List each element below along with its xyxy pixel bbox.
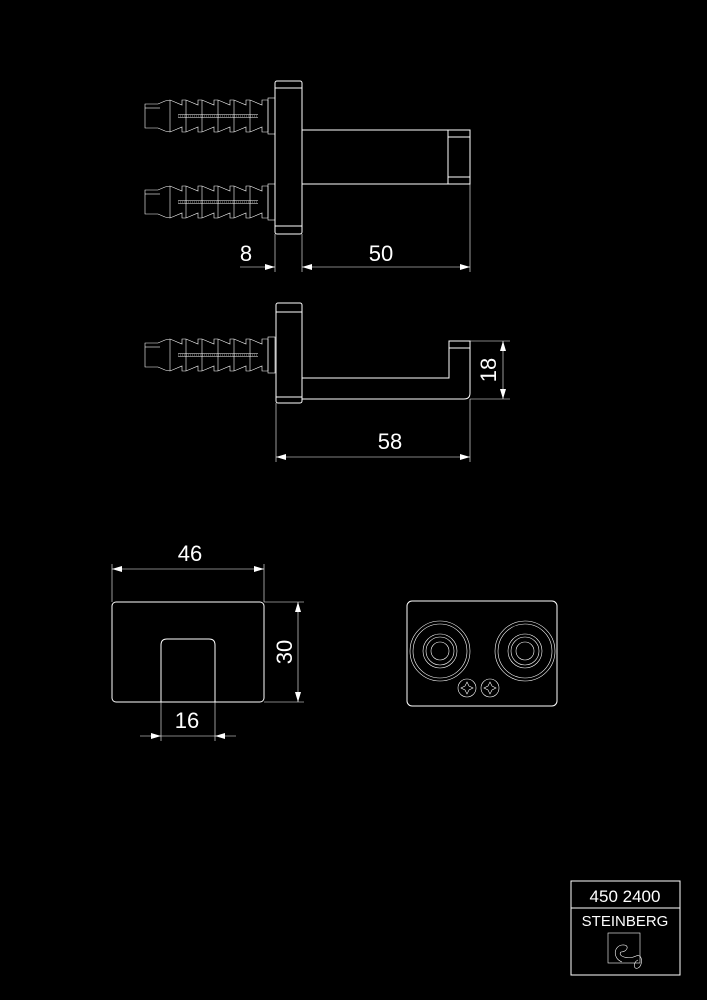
screw-head-icon <box>457 678 477 698</box>
wall-anchor <box>144 336 276 374</box>
top-view: 8 50 <box>144 80 471 272</box>
title-block: 450 2400 STEINBERG <box>570 880 681 976</box>
hook-front <box>160 638 216 702</box>
dim-hook-height: 18 <box>476 358 501 382</box>
dim-width: 46 <box>178 541 202 566</box>
brand-name: STEINBERG <box>582 913 669 930</box>
wall-anchor <box>144 336 276 374</box>
anchor-ring <box>409 620 471 682</box>
plate-outline <box>111 601 265 703</box>
back-plate <box>406 600 558 707</box>
brand-logo <box>607 932 642 969</box>
dim-height: 30 <box>272 640 297 664</box>
back-view <box>406 600 558 707</box>
hook-profile <box>302 340 471 400</box>
dim-arm-length: 50 <box>369 241 393 266</box>
anchor-ring <box>494 620 556 682</box>
side-view: 18 58 <box>144 302 510 462</box>
dim-total-length: 58 <box>378 429 402 454</box>
screw-head-icon <box>480 678 500 698</box>
anchor-fixings <box>409 620 556 698</box>
wall-anchor <box>144 97 276 135</box>
article-number: 450 2400 <box>590 887 661 906</box>
dim-hook-width: 16 <box>175 708 199 733</box>
dim-plate-thickness: 8 <box>240 241 252 266</box>
end-cap <box>447 129 471 185</box>
front-view: 46 30 16 <box>111 541 304 741</box>
wall-plate <box>275 302 303 404</box>
